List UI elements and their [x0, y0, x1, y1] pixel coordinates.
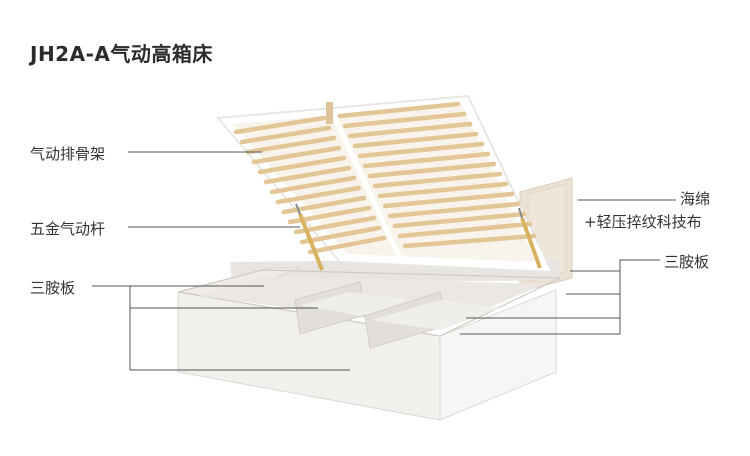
label-side-panel-left: 三胺板 — [30, 279, 76, 297]
slats-right — [337, 101, 537, 249]
slat-center-bar — [329, 110, 403, 260]
label-sponge: 海绵 — [680, 190, 711, 208]
box-right-panel — [439, 289, 557, 421]
label-fabric: +轻压捽纹科技布 — [584, 213, 702, 231]
leader-lines — [92, 151, 676, 371]
gas-strut-right — [520, 217, 542, 269]
slats-left — [233, 115, 387, 255]
frame-strap — [326, 102, 333, 124]
page-title: JH2A-A气动高箱床 — [30, 42, 213, 66]
label-side-panel-right: 三胺板 — [664, 253, 710, 271]
gas-strut-left — [298, 213, 324, 271]
label-gas-strut: 五金气动杆 — [30, 220, 106, 238]
label-frame: 气动排骨架 — [30, 145, 106, 163]
